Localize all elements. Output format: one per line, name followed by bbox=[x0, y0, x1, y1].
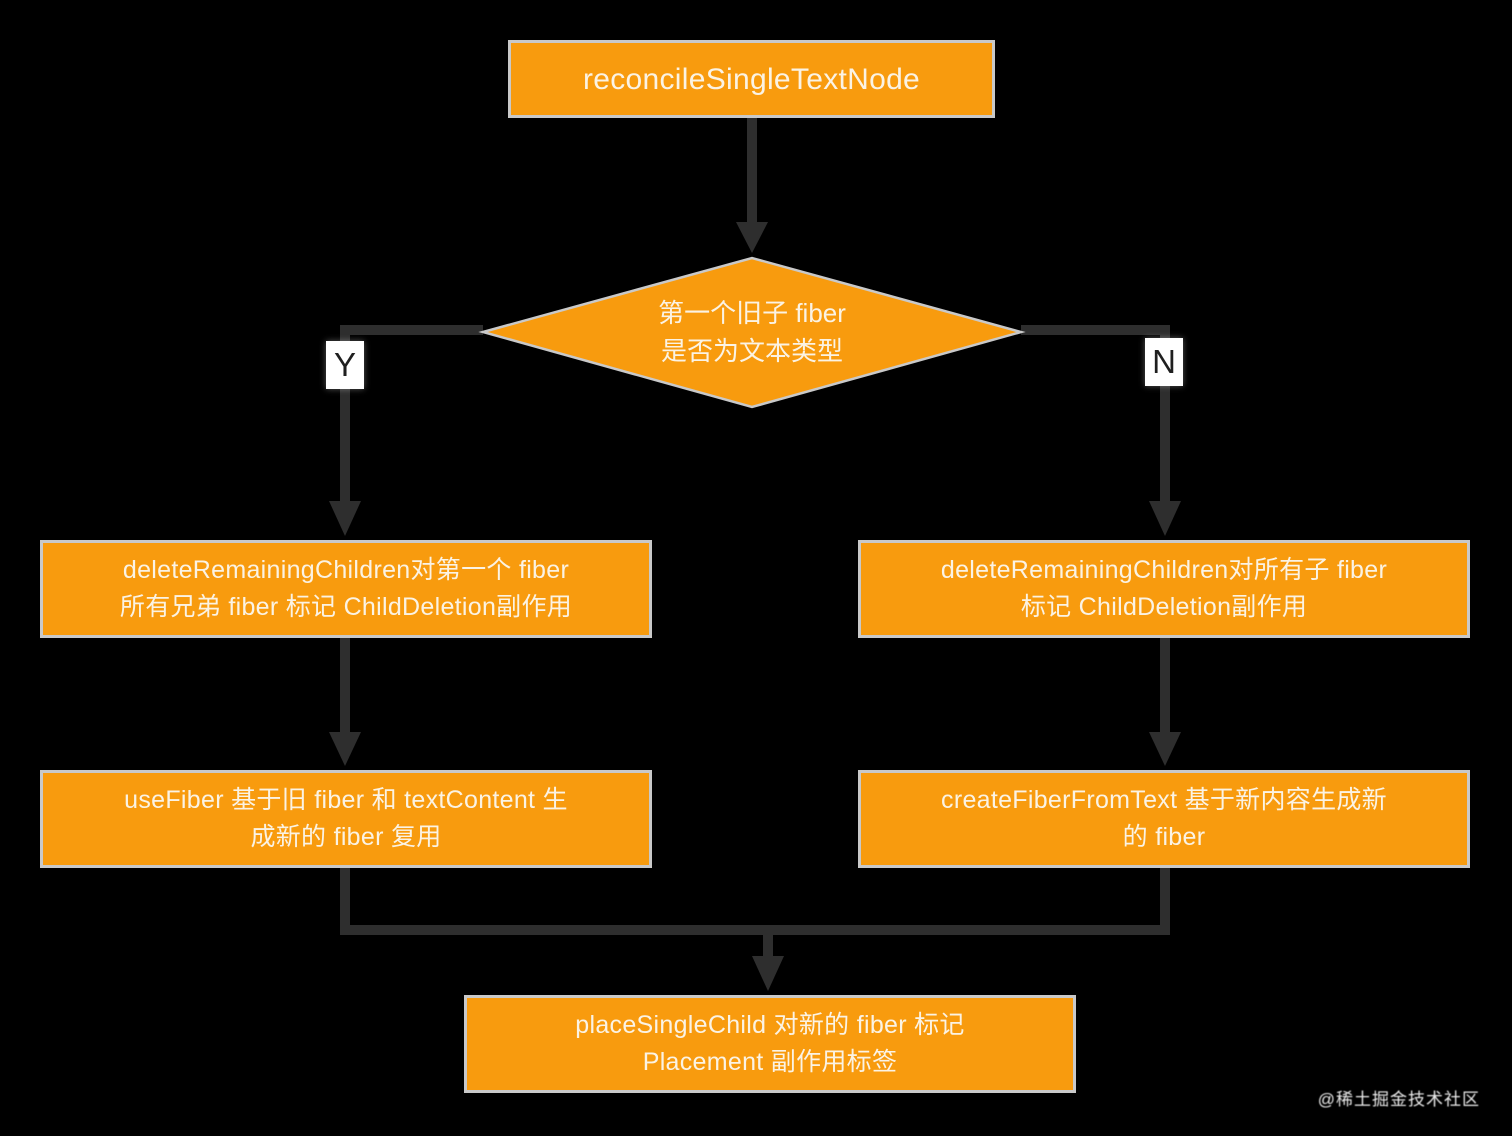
watermark: @稀土掘金技术社区 bbox=[1317, 1090, 1480, 1109]
edge-label-no: N bbox=[1145, 338, 1183, 386]
edge-merge-rails bbox=[340, 867, 1170, 935]
decision-diamond bbox=[478, 256, 1026, 409]
arrowhead-into-decision bbox=[736, 222, 768, 253]
edge-label-yes: Y bbox=[326, 341, 364, 389]
node-create-fiber-from-text: createFiberFromText 基于新内容生成新 的 fiber bbox=[858, 770, 1470, 868]
node-delete-remaining-children-yes: deleteRemainingChildren对第一个 fiber 所有兄弟 f… bbox=[40, 540, 652, 638]
node-place-single-child: placeSingleChild 对新的 fiber 标记 Placement … bbox=[464, 995, 1076, 1093]
arrowhead-into-no-step1 bbox=[1149, 501, 1181, 536]
node-delete-remaining-children-no: deleteRemainingChildren对所有子 fiber 标记 Chi… bbox=[858, 540, 1470, 638]
arrowhead-into-merge bbox=[752, 956, 784, 991]
arrowhead-into-no-step2 bbox=[1149, 732, 1181, 766]
node-use-fiber: useFiber 基于旧 fiber 和 textContent 生 成新的 f… bbox=[40, 770, 652, 868]
arrowhead-into-yes-step2 bbox=[329, 732, 361, 766]
node-reconcile-single-text-node: reconcileSingleTextNode bbox=[508, 40, 995, 118]
arrowhead-into-yes-step1 bbox=[329, 501, 361, 536]
decision-diamond-label: 第一个旧子 fiber 是否为文本类型 bbox=[658, 298, 846, 366]
edge-decision-to-yes-step1 bbox=[340, 325, 483, 502]
edge-decision-to-no-step1 bbox=[1021, 325, 1170, 502]
